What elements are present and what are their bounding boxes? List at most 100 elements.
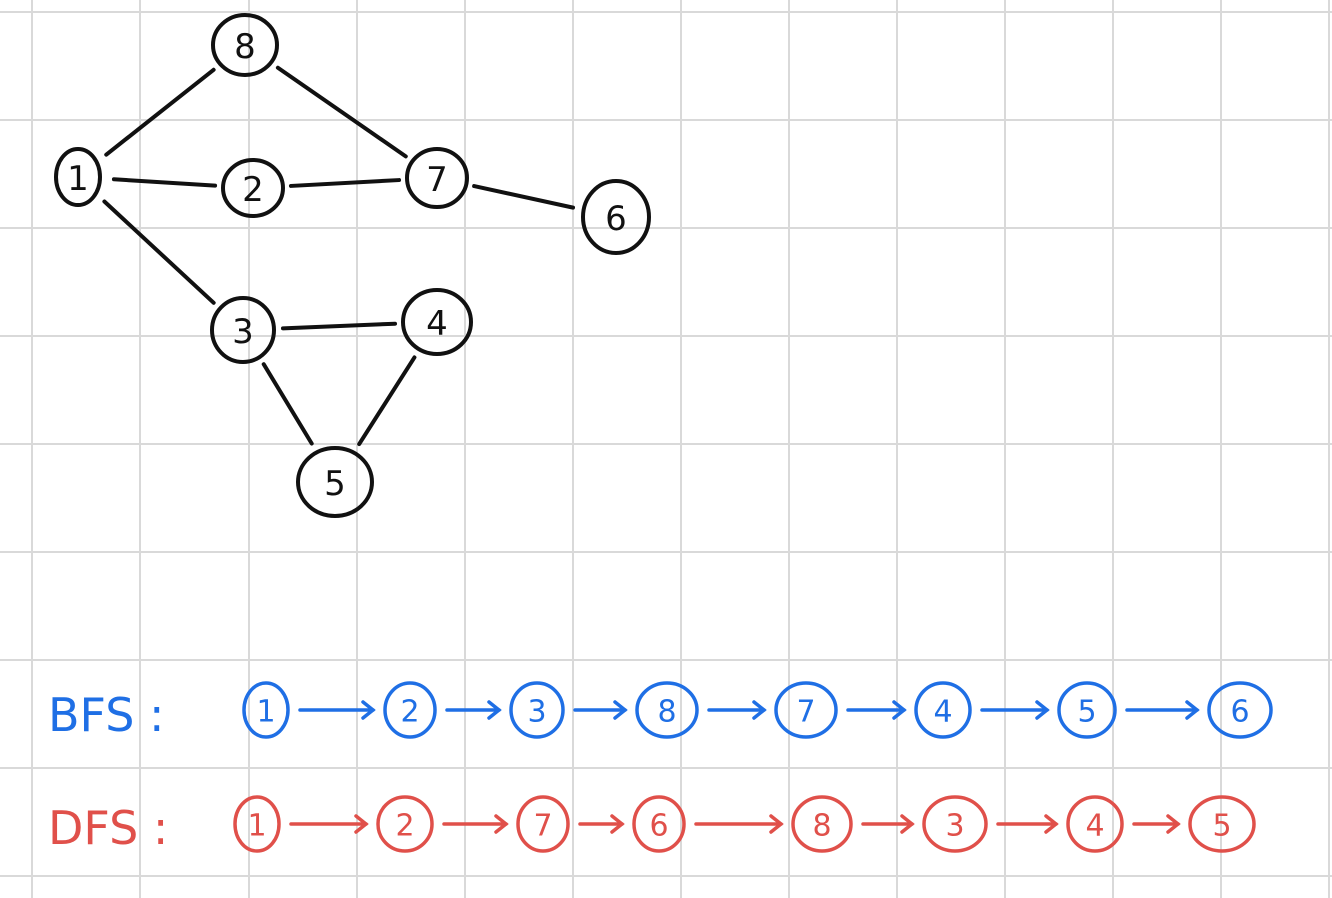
dfs-step-label: 2 [395, 809, 414, 844]
dfs-sequence: DFS : 1 2 7 6 8 3 4 5 [48, 795, 1256, 855]
edge-7-6 [472, 184, 576, 210]
node-label: 1 [67, 159, 89, 199]
bfs-step-5: 7 [774, 681, 838, 739]
bfs-step-7: 5 [1057, 681, 1117, 739]
dfs-step-label: 3 [945, 809, 964, 844]
dfs-step-2: 2 [376, 795, 434, 853]
bfs-step-3: 3 [509, 681, 565, 739]
node-circle [296, 446, 374, 518]
bfs-step-circle [914, 681, 972, 739]
node-circle [581, 179, 651, 255]
dfs-step-circle [1188, 795, 1256, 853]
bfs-step-circle [1057, 681, 1117, 739]
edge-3-5 [261, 362, 314, 446]
bfs-label: BFS : [48, 688, 165, 742]
bfs-step-2: 2 [383, 681, 437, 739]
dfs-step-circle [632, 795, 686, 853]
dfs-step-label: 6 [649, 809, 668, 844]
edge-3-4 [280, 321, 398, 331]
node-circle [221, 158, 285, 218]
edge-1-8 [104, 67, 216, 157]
bfs-arrow [707, 700, 767, 720]
dfs-step-8: 5 [1188, 795, 1256, 853]
dfs-step-label: 4 [1085, 809, 1104, 844]
dfs-step-circle [922, 795, 988, 853]
dfs-step-label: 5 [1212, 809, 1231, 844]
bfs-step-circle [242, 681, 290, 739]
graph-node-7: 7 [405, 147, 469, 209]
bfs-step-6: 4 [914, 681, 972, 739]
dfs-step-7: 4 [1066, 795, 1124, 853]
edge-8-7 [275, 65, 408, 159]
node-label: 8 [234, 27, 256, 67]
bfs-step-label: 1 [256, 695, 275, 730]
node-circle [211, 13, 279, 77]
bfs-step-1: 1 [242, 681, 290, 739]
bfs-step-label: 5 [1077, 695, 1096, 730]
bfs-arrow [980, 700, 1050, 720]
dfs-step-3: 7 [516, 795, 570, 853]
dfs-arrow [578, 814, 625, 834]
node-label: 3 [232, 312, 254, 352]
bfs-step-label: 2 [400, 695, 419, 730]
bfs-step-8: 6 [1207, 681, 1273, 739]
bfs-sequence: BFS : 1 2 3 8 7 4 5 6 [48, 681, 1273, 742]
bfs-step-circle [509, 681, 565, 739]
graph-node-4: 4 [401, 288, 473, 356]
node-label: 6 [605, 199, 627, 239]
node-circle [405, 147, 469, 209]
dfs-arrow [996, 814, 1059, 834]
bfs-arrow [573, 700, 628, 720]
dfs-arrow [1132, 814, 1181, 834]
graph-node-5: 5 [296, 446, 374, 518]
graph-node-8: 8 [211, 13, 279, 77]
dfs-arrow [442, 814, 509, 834]
node-label: 2 [242, 170, 264, 210]
dfs-label: DFS : [48, 801, 168, 855]
bfs-arrow [846, 700, 907, 720]
graph-node-2: 2 [221, 158, 285, 218]
bfs-arrow [445, 700, 502, 720]
dfs-step-circle [516, 795, 570, 853]
node-label: 4 [426, 304, 448, 344]
node-label: 5 [324, 464, 346, 504]
dfs-step-5: 8 [791, 795, 853, 853]
edge-4-5 [357, 355, 417, 447]
bfs-step-label: 8 [657, 695, 676, 730]
edge-1-2 [111, 177, 218, 188]
dfs-arrow [289, 814, 369, 834]
dfs-step-6: 3 [922, 795, 988, 853]
bfs-step-label: 4 [933, 695, 952, 730]
dfs-arrow [694, 814, 784, 834]
graph-node-3: 3 [210, 296, 276, 364]
dfs-step-1: 1 [233, 795, 281, 853]
bfs-step-4: 8 [635, 681, 699, 739]
dfs-step-circle [233, 795, 281, 853]
dfs-step-circle [376, 795, 434, 853]
node-label: 7 [426, 160, 448, 200]
bfs-arrow [1125, 700, 1200, 720]
graph-edges [102, 65, 576, 447]
bfs-step-circle [383, 681, 437, 739]
node-circle [54, 147, 102, 207]
node-circle [401, 288, 473, 356]
dfs-step-label: 8 [812, 809, 831, 844]
graph-nodes: 1 2 3 4 5 6 7 8 [54, 13, 651, 518]
dfs-step-4: 6 [632, 795, 686, 853]
bfs-step-circle [635, 681, 699, 739]
bfs-step-label: 6 [1230, 695, 1249, 730]
node-circle [210, 296, 276, 364]
graph-node-1: 1 [54, 147, 102, 207]
dfs-arrow [861, 814, 915, 834]
dfs-step-circle [791, 795, 853, 853]
dfs-step-label: 7 [533, 809, 552, 844]
graph-node-6: 6 [581, 179, 651, 255]
bfs-arrow [298, 700, 376, 720]
dfs-step-circle [1066, 795, 1124, 853]
bfs-step-label: 7 [796, 695, 815, 730]
edge-2-7 [288, 178, 402, 188]
edge-1-3 [102, 199, 216, 305]
bfs-step-label: 3 [527, 695, 546, 730]
